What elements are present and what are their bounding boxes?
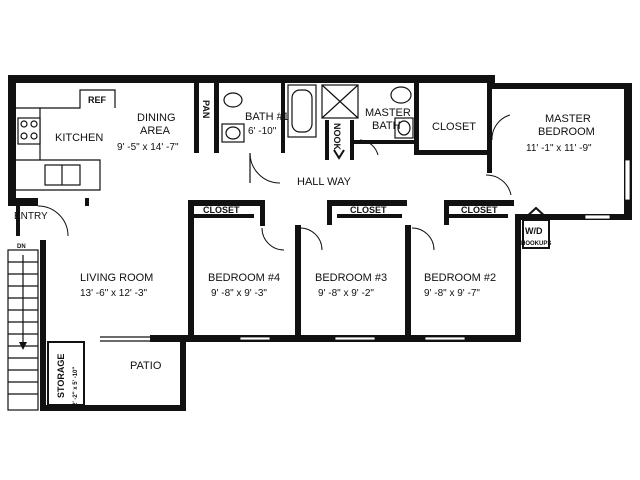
master-closet-label: CLOSET [432,121,476,133]
bedroom3-closet-label: CLOSET [350,205,387,215]
washer-dryer-icon [522,206,550,249]
dining-label: DINING [137,112,176,124]
living-room-label: LIVING ROOM [80,272,153,284]
kitchen-label: KITCHEN [55,132,103,144]
bath1-label: BATH #1 [245,111,289,123]
bedroom4-dimensions: 9' -8" x 9' -3" [211,288,267,299]
patio-label: PATIO [130,360,162,372]
bath1-dimensions: 6' -10" [248,126,277,137]
nook-arrow-icon [333,149,345,160]
bedroom4-closet-label: CLOSET [203,205,240,215]
kitchen-fixtures [16,89,116,191]
bedroom3-dimensions: 9' -8" x 9' -2" [318,288,374,299]
stairs-down-label: DN [17,244,26,250]
bedroom4-label: BEDROOM #4 [208,272,280,284]
master-bedroom-dimensions: 11' -1" x 11' -9" [526,143,592,154]
ref-label: REF [88,95,107,105]
interior-walls [16,83,514,342]
storage-label: STORAGE [56,354,66,398]
stairs [7,249,39,411]
dining-label-2: AREA [140,125,171,137]
dining-dimensions: 9' -5" x 14' -7" [117,142,179,153]
pan-label: PAN [201,100,211,118]
master-bath-fixtures [321,84,414,139]
bedroom2-label: BEDROOM #2 [424,272,496,284]
bedroom3-label: BEDROOM #3 [315,272,387,284]
storage-outline [47,341,85,406]
wd-hookups-label: HOOKUPS [521,241,551,247]
master-bedroom-label-2: BEDROOM [538,126,595,138]
bedroom2-closet-label: CLOSET [461,205,498,215]
entry-label: ENTRY [14,211,48,222]
hallway-label: HALL WAY [297,176,352,188]
storage-dimensions: 2' -2" x 5' -10" [73,367,79,406]
nook-label: NOOK [332,123,342,151]
doors [37,114,512,342]
master-bath-label: MASTER [365,107,411,119]
master-bath-label-2: BATH [372,120,401,132]
bath1-fixtures [221,84,317,143]
bedroom2-dimensions: 9' -8" x 9' -7" [424,288,480,299]
living-room-dimensions: 13' -6" x 12' -3" [80,288,148,299]
windows [239,159,631,341]
master-bedroom-label: MASTER [545,113,591,125]
wd-label: W/D [525,226,543,236]
